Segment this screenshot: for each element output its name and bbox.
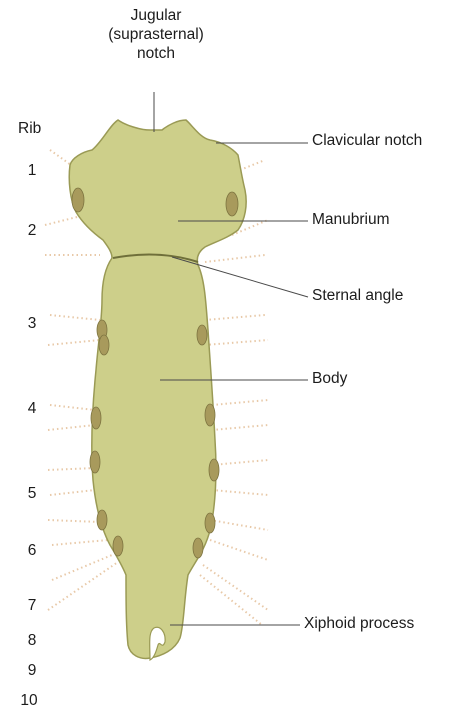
jugular-notch-label-line-1: Jugular <box>96 6 216 25</box>
body-label: Body <box>312 370 347 388</box>
clavicular-notch-label: Clavicular notch <box>312 132 422 150</box>
rib-number-1: 1 <box>17 162 47 180</box>
rib-number-8: 8 <box>17 632 47 650</box>
rib-number-3: 3 <box>17 315 47 333</box>
jugular-notch-label: Jugular (suprasternal) notch <box>96 6 216 63</box>
rib-number-9: 9 <box>17 662 47 680</box>
rib-number-7: 7 <box>17 597 47 615</box>
rib-number-4: 4 <box>17 400 47 418</box>
sternal-angle-label: Sternal angle <box>312 287 403 305</box>
manubrium-label: Manubrium <box>312 211 390 229</box>
rib-number-5: 5 <box>17 485 47 503</box>
rib-number-6: 6 <box>17 542 47 560</box>
rib-number-2: 2 <box>17 222 47 240</box>
rib-heading: Rib <box>18 120 41 138</box>
jugular-notch-label-line-2: (suprasternal) <box>96 25 216 44</box>
rib-number-10: 10 <box>14 692 44 710</box>
xiphoid-process-label: Xiphoid process <box>304 615 414 633</box>
sternum-bone <box>69 120 246 658</box>
jugular-notch-label-line-3: notch <box>96 44 216 63</box>
